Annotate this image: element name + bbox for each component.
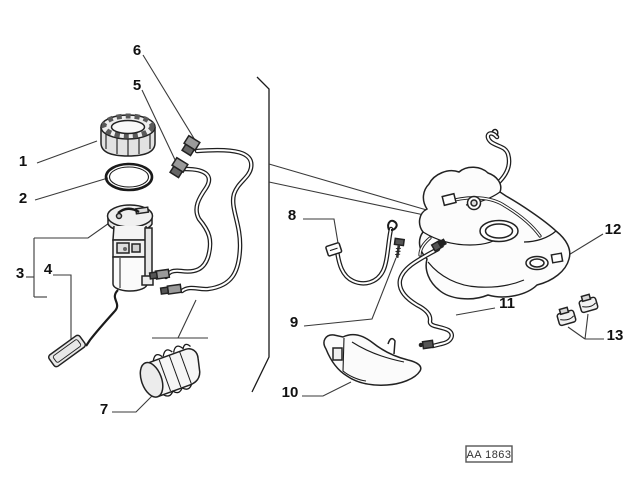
mounting-bolt [393,237,406,259]
heat-shield [323,333,422,386]
fuel-pump-module [106,204,154,292]
leader-line-6 [142,54,199,146]
fuel-pipe-a [148,156,213,280]
leader-line-8 [303,218,339,244]
callout-5: 5 [133,77,141,94]
group-divider-line [251,76,270,393]
tank-strap [325,219,398,286]
callout-2: 2 [19,190,27,207]
seal-ring [104,162,154,192]
callout-3: 3 [16,265,24,282]
leader-line-13 [567,313,604,340]
fuel-pipe-b [159,134,254,295]
leader-line-7 [112,388,160,413]
callout-8: 8 [288,207,296,224]
callout-7: 7 [100,401,108,418]
callout-12: 12 [605,221,622,238]
leader-line-11 [455,307,496,316]
callout-10: 10 [282,384,299,401]
callout-11: 11 [499,295,515,312]
pipe-b-bottom-fitting [159,283,183,295]
rubber-bellows [139,343,201,398]
leader-line-10 [302,381,352,397]
leader-line-2 [34,177,109,201]
pointer-wedge-to-tank [268,163,444,220]
clip-left [556,306,577,327]
leader-line-1 [36,140,98,164]
leader-line-9 [303,257,397,327]
retaining-clips [556,293,599,327]
callout-9: 9 [290,314,298,331]
callout-13: 13 [607,327,624,344]
pipe-b-top-fitting [181,134,201,157]
leader-line-5 [141,89,178,165]
leader-line-12 [566,233,604,257]
locking-ring-cap [100,113,156,157]
figure-code-box: AA 1863 [465,445,513,463]
level-sender-float [47,289,119,368]
pipe-a-bottom-fitting [148,268,171,280]
pipe-a-top-fitting [169,156,189,179]
leader-bracket-3 [26,220,113,298]
callout-4: 4 [44,261,53,278]
callout-1: 1 [19,153,27,170]
clip-right [578,293,599,314]
callout-6: 6 [133,42,141,59]
fuel-tank [418,128,571,300]
break-mark [152,299,208,339]
vent-hose [397,238,454,350]
figure-code-label: AA 1863 [466,449,511,461]
